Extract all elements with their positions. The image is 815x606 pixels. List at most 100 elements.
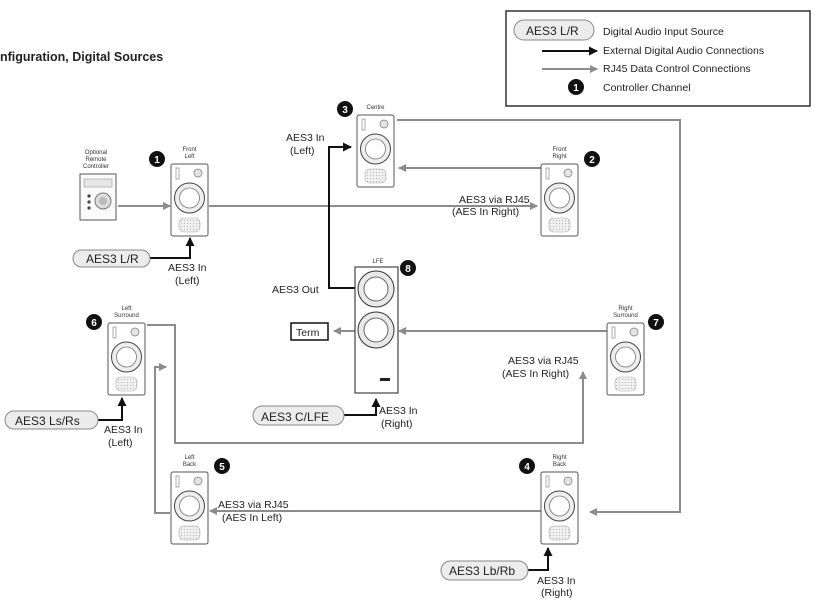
remote-caption-3: Controller — [83, 164, 109, 170]
legend-channel-num: 1 — [573, 83, 579, 94]
centre-channel-num: 3 — [342, 105, 348, 116]
right-back-port-grille — [548, 525, 571, 541]
source-clfe-text: AES3 C/LFE — [261, 410, 329, 424]
external-audio-connections — [98, 142, 553, 571]
front-left-port-grille — [178, 217, 201, 233]
front-right-tweeter-slot — [545, 167, 550, 180]
front-left-channel-badge — [149, 151, 165, 167]
lb-via-label-1: AES3 via RJ45 — [218, 499, 289, 511]
lbrb-source-line — [528, 547, 553, 571]
front-left-woofer-cone — [179, 187, 200, 209]
term-box — [290, 322, 329, 341]
remote-button-2 — [87, 200, 91, 204]
connection-labels: AES3 In (Left) AES3 In (Left) AES3 via R… — [104, 132, 579, 599]
left-back-woofer-cone — [179, 495, 200, 517]
lfe-caption: LFE — [372, 259, 383, 265]
lfe-in-label-1: AES3 In — [379, 405, 418, 417]
legend-source-pill-text: AES3 L/R — [526, 24, 579, 38]
right-surround-channel-badge — [648, 314, 664, 330]
lfe-subwoofer: LFE 8 — [354, 259, 416, 394]
diagram-title: nfiguration, Digital Sources — [0, 50, 163, 64]
source-lsrs-text: AES3 Ls/Rs — [15, 414, 80, 428]
front-right-woofer-cone — [549, 187, 570, 209]
ls-to-rs-line — [147, 324, 587, 444]
lfe-logo — [380, 378, 390, 381]
source-lbrb-text: AES3 Lb/Rb — [449, 564, 515, 578]
left-back-caption-2: Back — [183, 462, 197, 468]
centre-port-grille — [364, 168, 387, 184]
legend: AES3 L/R Digital Audio Input Source Exte… — [505, 10, 811, 107]
left-back-port-grille — [178, 525, 201, 541]
left-surround-tweeter-slot — [112, 326, 117, 339]
centre-speaker: Centre 3 — [337, 101, 395, 188]
rj45-connections — [118, 119, 681, 516]
right-back-channel-badge — [519, 458, 535, 474]
remote-controller: Optional Remote Controller — [79, 150, 117, 221]
lfe-out-label: AES3 Out — [272, 284, 319, 296]
term-label: Term — [296, 327, 320, 339]
centre-in-label-2: (Left) — [290, 145, 315, 157]
lfe-channel-badge — [400, 260, 416, 276]
fr-via-label-1: AES3 via RJ45 — [459, 194, 530, 206]
legend-source-desc: Digital Audio Input Source — [603, 26, 724, 38]
remote-button-1 — [87, 194, 91, 198]
rb-in-label-2: (Right) — [541, 587, 573, 599]
lfe-channel-num: 8 — [405, 264, 411, 275]
right-surround-channel-num: 7 — [653, 318, 659, 329]
centre-caption-1: Centre — [366, 105, 385, 111]
remote-knob-center — [99, 197, 107, 205]
lfe-out-to-centre-line — [328, 142, 355, 289]
source-lbrb-pill — [440, 560, 529, 581]
lr-source-line — [150, 237, 195, 259]
front-left-tweeter-slot — [175, 167, 180, 180]
front-right-caption-1: Front — [552, 147, 566, 153]
ls-in-label-1: AES3 In — [104, 424, 143, 436]
right-surround-woofer-cone — [615, 346, 636, 368]
lsrs-source-line — [98, 397, 127, 421]
centre-channel-badge — [337, 101, 353, 117]
right-back-woofer-cone — [549, 495, 570, 517]
centre-tweeter-slot — [361, 118, 366, 131]
front-left-channel-num: 1 — [154, 155, 160, 166]
clfe-source-line — [344, 398, 381, 416]
front-right-tweeter-icon — [563, 168, 573, 178]
front-left-caption-1: Front — [182, 147, 196, 153]
legend-channel-badge — [568, 79, 584, 95]
left-back-channel-num: 5 — [219, 462, 225, 473]
front-left-tweeter-icon — [193, 168, 203, 178]
legend-channel-desc: Controller Channel — [603, 82, 691, 94]
right-surround-tweeter-icon — [629, 327, 639, 337]
left-surround-caption-2: Surround — [114, 313, 139, 319]
legend-rj45-desc: RJ45 Data Control Connections — [603, 63, 751, 75]
source-pills: AES3 L/R AES3 Ls/Rs AES3 C/LFE AES3 Lb/R… — [4, 249, 529, 581]
front-right-caption-2: Right — [552, 154, 566, 160]
centre-tweeter-icon — [379, 119, 389, 129]
fl-in-label-2: (Left) — [175, 275, 200, 287]
rs-via-label-2: (AES In Right) — [502, 368, 569, 380]
right-surround-port-grille — [614, 376, 637, 392]
front-right-port-grille — [548, 217, 571, 233]
source-lsrs-pill — [4, 410, 99, 430]
centre-to-rb-line — [397, 119, 681, 516]
left-surround-caption-1: Left — [121, 306, 131, 312]
left-back-tweeter-icon — [193, 476, 203, 486]
right-back-tweeter-slot — [545, 475, 550, 488]
right-surround-caption-2: Surround — [613, 313, 638, 319]
lfe-driver-upper-cone — [363, 276, 389, 302]
lfe-in-label-2: (Right) — [381, 418, 413, 430]
ls-in-label-2: (Left) — [108, 437, 133, 449]
front-right-channel-badge — [584, 151, 600, 167]
right-surround-caption-1: Right — [618, 306, 632, 312]
right-back-tweeter-icon — [563, 476, 573, 486]
fr-via-label-2: (AES In Right) — [452, 206, 519, 218]
source-lr-pill — [72, 249, 151, 268]
right-back-channel-num: 4 — [524, 462, 530, 473]
left-surround-port-grille — [115, 376, 138, 392]
right-surround-tweeter-slot — [611, 326, 616, 339]
